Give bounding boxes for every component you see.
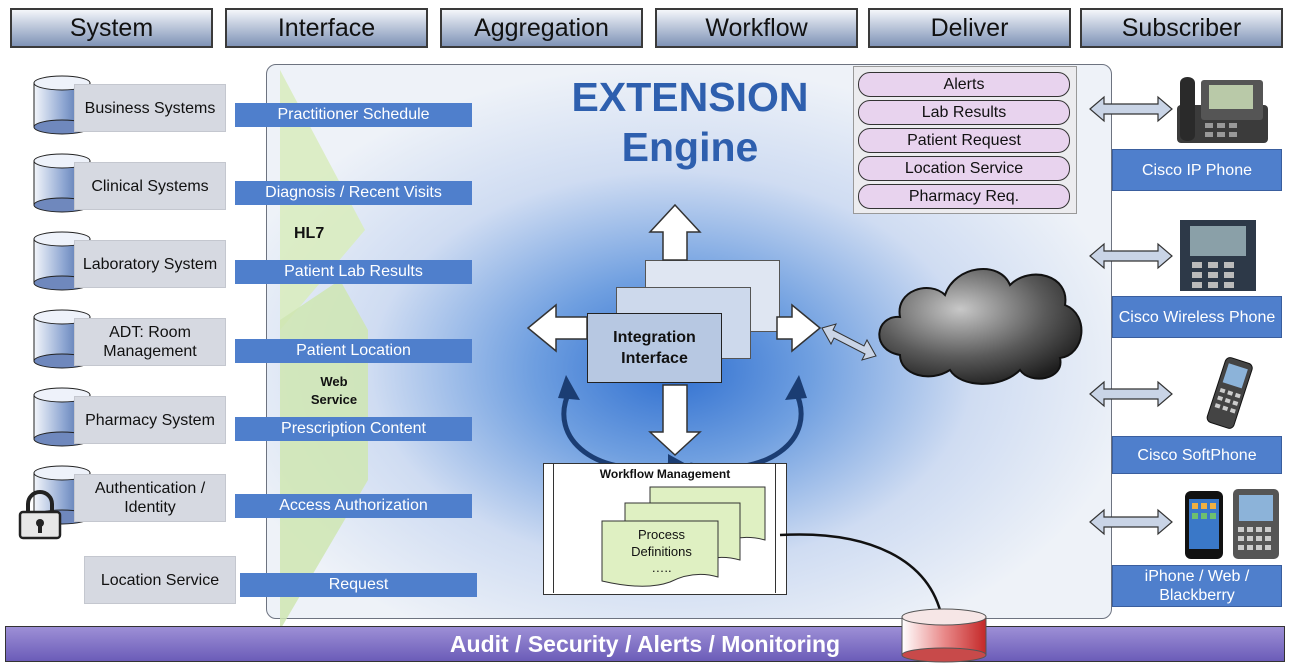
web-service-label: Web Service — [310, 374, 358, 407]
integration-arrows — [526, 203, 822, 457]
alert-item-pharmacy-req: Pharmacy Req. — [858, 184, 1070, 209]
iphone-blackberry-icon — [1185, 489, 1279, 559]
engine-title-line2: Engine — [621, 124, 759, 170]
workflow-box-left-edge — [553, 463, 554, 593]
integration-interface-box: Integration Interface — [587, 313, 722, 383]
source-system-box: Authentication / Identity — [74, 474, 226, 522]
softphone-icon — [1206, 357, 1253, 429]
header-subscriber: Subscriber — [1080, 8, 1283, 48]
device-iphone-web-blackberry: iPhone / Web / Blackberry — [1112, 565, 1282, 607]
workflow-box-right-edge — [775, 463, 776, 593]
header-workflow: Workflow — [655, 8, 858, 48]
process-definitions-label: Process Definitions — [631, 527, 692, 559]
arrow-up-icon — [648, 203, 702, 261]
wireless-phone-icon — [1180, 220, 1256, 291]
cloud-connector-arrow — [821, 323, 877, 361]
header-interface: Interface — [225, 8, 428, 48]
alert-item-lab-results: Lab Results — [858, 100, 1070, 125]
alert-item-patient-request: Patient Request — [858, 128, 1070, 153]
process-document-stack — [601, 486, 766, 587]
device-cisco-ip-phone: Cisco IP Phone — [1112, 149, 1282, 191]
arrow-left-icon — [526, 303, 588, 353]
workflow-management-title: Workflow Management — [599, 467, 731, 481]
interface-bar: Prescription Content — [235, 417, 472, 441]
double-arrow-icon-4 — [1089, 508, 1173, 536]
source-system-box: Location Service — [84, 556, 236, 604]
engine-title-line1: EXTENSION — [571, 74, 809, 120]
process-ellipsis: ….. — [651, 560, 672, 575]
ip-phone-icon — [1177, 77, 1268, 143]
source-system-box: ADT: Room Management — [74, 318, 226, 366]
source-system-box: Laboratory System — [74, 240, 226, 288]
arrow-down-icon — [648, 384, 702, 457]
alert-item-alerts: Alerts — [858, 72, 1070, 97]
hl7-label: HL7 — [294, 225, 325, 242]
lock-icon — [18, 490, 62, 540]
database-icon — [901, 608, 987, 663]
device-cisco-softphone: Cisco SoftPhone — [1112, 436, 1282, 474]
source-system-box: Business Systems — [74, 84, 226, 132]
device-cisco-wireless-phone: Cisco Wireless Phone — [1112, 296, 1282, 338]
source-system-box: Clinical Systems — [74, 162, 226, 210]
double-arrow-icon-1 — [1089, 95, 1173, 123]
arrow-right-icon — [776, 303, 822, 353]
cloud-icon — [878, 268, 1083, 385]
header-deliver: Deliver — [868, 8, 1071, 48]
source-system-box: Pharmacy System — [74, 396, 226, 444]
interface-bar: Practitioner Schedule — [235, 103, 472, 127]
audit-footer-bar: Audit / Security / Alerts / Monitoring — [5, 626, 1285, 662]
header-system: System — [10, 8, 213, 48]
interface-bar: Patient Location — [235, 339, 472, 363]
double-arrow-icon-2 — [1089, 242, 1173, 270]
header-aggregation: Aggregation — [440, 8, 643, 48]
interface-bar: Patient Lab Results — [235, 260, 472, 284]
interface-bar: Access Authorization — [235, 494, 472, 518]
alert-item-location-service: Location Service — [858, 156, 1070, 181]
interface-bar: Request — [240, 573, 477, 597]
interface-bar: Diagnosis / Recent Visits — [235, 181, 472, 205]
double-arrow-icon-3 — [1089, 380, 1173, 408]
